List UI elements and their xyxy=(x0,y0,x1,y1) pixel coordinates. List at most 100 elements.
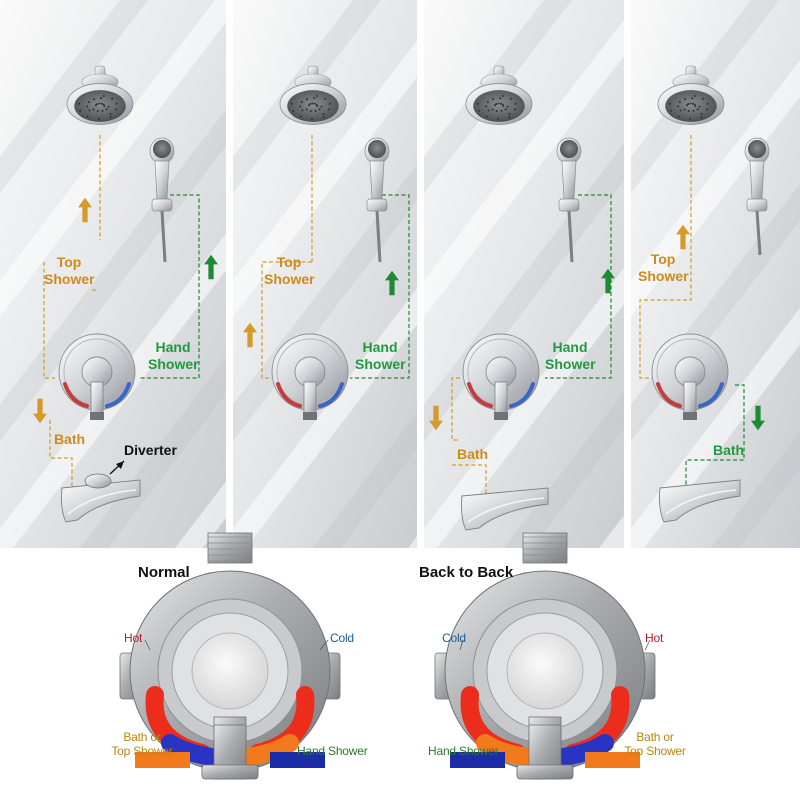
valve-lever xyxy=(303,381,317,417)
flow-arc-left-bottom xyxy=(476,734,536,766)
nozzle xyxy=(696,108,699,111)
flow-arc-right-bottom xyxy=(554,734,614,766)
streak xyxy=(233,288,417,548)
nozzle xyxy=(311,102,314,105)
valve-normal-right-port-label: Cold xyxy=(330,631,354,645)
hand-shower-bracket xyxy=(366,198,388,212)
hand-shower-icon xyxy=(149,137,175,263)
nozzle xyxy=(685,104,688,107)
nozzle xyxy=(677,115,680,118)
streak xyxy=(0,109,226,442)
valve-back-to-back-left-port-label: Cold xyxy=(442,631,466,645)
flow-arc-right-bottom xyxy=(239,734,299,766)
panel-1-hand-shower-line1: Hand xyxy=(155,339,191,355)
tub-spout-body xyxy=(61,479,141,523)
tub-spout-body xyxy=(659,479,741,523)
valve-cold-mark xyxy=(698,382,724,408)
nozzle xyxy=(691,102,694,105)
panel-2-hand-shower-label: Hand Shower xyxy=(355,340,406,371)
valve-icon xyxy=(271,333,349,420)
panel-3-hand-shower-line1: Hand xyxy=(552,339,588,355)
panel-3-bath-label: Bath xyxy=(457,446,489,462)
nozzle xyxy=(501,94,504,97)
valve-icon xyxy=(58,333,136,420)
top-inlet xyxy=(207,532,253,564)
hand-shower-bracket xyxy=(151,198,173,212)
valve-cold-mark xyxy=(105,382,131,408)
nozzle xyxy=(115,102,118,105)
nozzle xyxy=(79,109,82,112)
nozzle xyxy=(299,105,302,108)
nozzle xyxy=(700,113,703,116)
nozzle xyxy=(98,102,101,105)
hand-shower-flow-line xyxy=(140,194,200,379)
nozzle xyxy=(706,102,709,105)
bath-flow-line xyxy=(685,384,745,488)
valve-back-to-back-bath-line2: Top Shower xyxy=(624,744,686,758)
panel-4 xyxy=(639,65,770,523)
nozzle xyxy=(499,102,502,105)
nozzle xyxy=(111,97,114,100)
streak xyxy=(424,267,624,548)
streak xyxy=(233,40,417,318)
streak xyxy=(408,536,417,548)
panel-1-hand-shower-line2: Shower xyxy=(148,356,199,372)
streak xyxy=(313,412,417,548)
nozzle xyxy=(318,108,321,111)
bottom-flange-front xyxy=(201,764,259,780)
streak xyxy=(631,60,800,318)
valve-normal-bath-line2: Top Shower xyxy=(111,744,173,758)
valve-lever-tip xyxy=(494,412,508,420)
panel-2-top-shower-line1: Top xyxy=(276,254,302,270)
panel-4-top-shower-line2: Shower xyxy=(638,268,689,284)
valve-stem-disc xyxy=(506,632,584,710)
nozzle xyxy=(105,108,108,111)
top-shower-return-line xyxy=(261,261,312,379)
hand-shower-icon xyxy=(364,137,390,263)
valve-stem-disc xyxy=(191,632,269,710)
valve-cold-mark xyxy=(509,382,535,408)
valve-back-to-back-title: Back to Back xyxy=(419,564,514,581)
panel-1-diverter-label: Diverter xyxy=(124,442,177,458)
nozzle xyxy=(497,102,500,105)
hand-shower-flow-line xyxy=(545,194,612,379)
panel-1-top-shower-label: Top Shower xyxy=(44,254,95,286)
nozzle xyxy=(501,103,504,106)
hand-shower-handle xyxy=(749,160,765,200)
shower-head-icon xyxy=(279,65,347,125)
nozzle xyxy=(322,116,325,119)
hand-shower-face xyxy=(153,140,171,158)
shower-face xyxy=(74,90,126,122)
nozzle xyxy=(514,108,517,111)
streak xyxy=(424,19,624,318)
nozzle xyxy=(500,109,503,112)
nozzle xyxy=(309,103,312,106)
nozzle xyxy=(491,108,494,111)
valve-icon xyxy=(651,333,729,420)
top-shower-return-line xyxy=(43,262,55,379)
nozzle xyxy=(514,102,517,105)
nozzle xyxy=(495,109,498,112)
hand-shower-hose xyxy=(160,210,167,263)
shower-face xyxy=(665,90,717,122)
streak xyxy=(599,515,624,548)
tub-spout-body xyxy=(461,487,549,531)
tub-spout-highlight xyxy=(467,497,545,523)
nozzle xyxy=(478,109,481,112)
valve-lever xyxy=(90,381,104,417)
nozzle xyxy=(97,117,100,120)
shower-head-icon xyxy=(657,65,725,125)
panel-3 xyxy=(429,65,615,531)
valve-lever-tip xyxy=(303,412,317,420)
nozzle xyxy=(86,115,89,118)
nozzle xyxy=(102,103,105,106)
panel-1-top-shower-line1: Top xyxy=(56,254,82,270)
nozzle xyxy=(689,102,692,105)
port-leader-line xyxy=(319,639,329,651)
nozzle xyxy=(100,97,103,100)
nozzle xyxy=(309,109,312,112)
nozzle xyxy=(678,101,681,104)
valve-normal-left-port-label: Hot xyxy=(124,631,143,645)
shower-face xyxy=(287,90,339,122)
valve-normal-title: Normal xyxy=(138,564,190,581)
